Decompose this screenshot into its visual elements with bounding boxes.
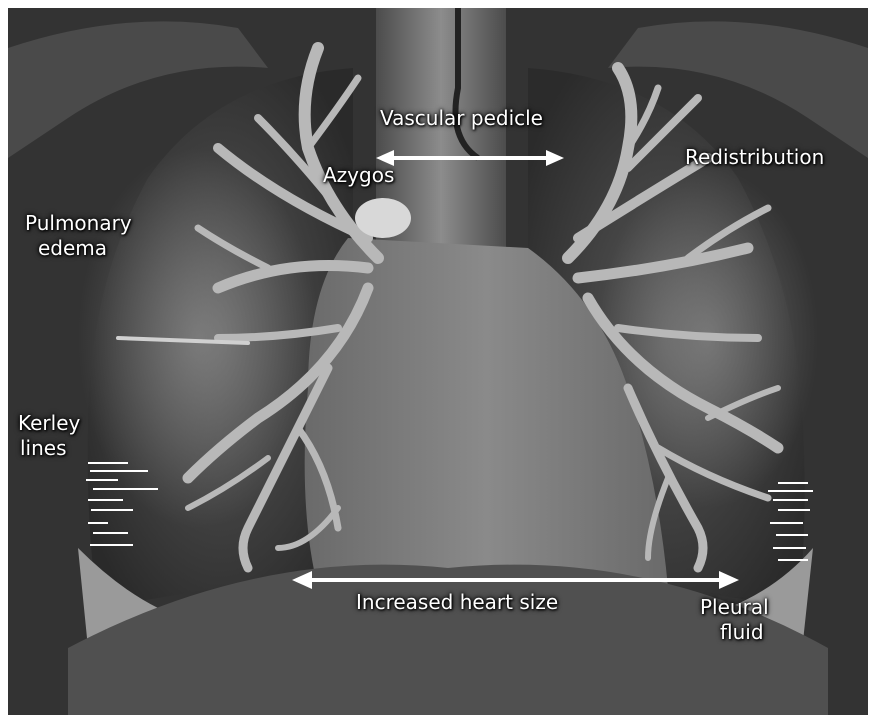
kerley-lines-label-line2: lines: [20, 436, 67, 460]
pulmonary-edema-label-line1: Pulmonary: [25, 211, 132, 235]
vascular-pedicle-label: Vascular pedicle: [380, 106, 543, 130]
azygos-vein: [355, 198, 411, 238]
chest-xray-illustration: Vascular pedicle Redistribution Azygos P…: [8, 8, 868, 715]
increased-heart-size-label: Increased heart size: [356, 590, 558, 614]
pleural-fluid-label-line1: Pleural: [700, 595, 769, 619]
redistribution-label: Redistribution: [685, 145, 824, 169]
pleural-fluid-label-line2: fluid: [720, 620, 764, 644]
pulmonary-edema-label-line2: edema: [38, 236, 107, 260]
kerley-lines-label-line1: Kerley: [18, 411, 80, 435]
azygos-label: Azygos: [323, 163, 394, 187]
